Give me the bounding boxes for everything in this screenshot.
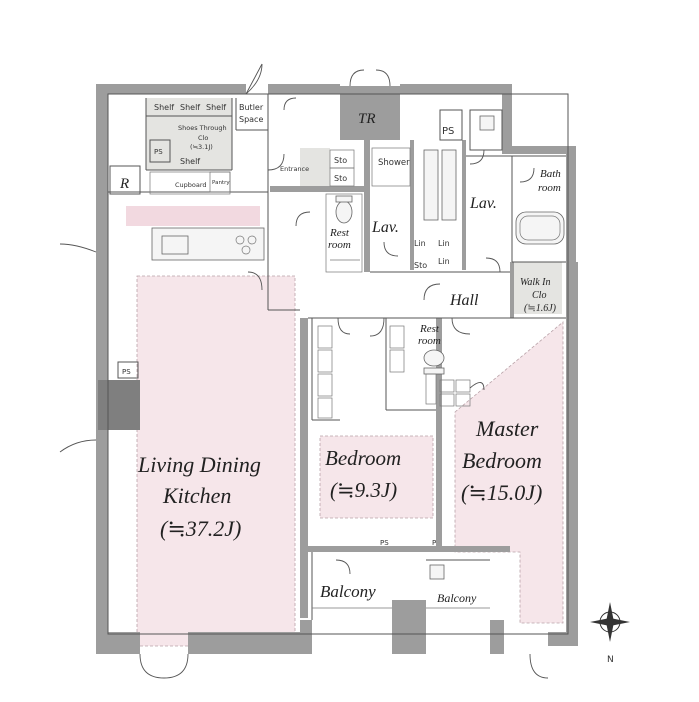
restroom2-label-1: Rest — [419, 323, 440, 335]
shelf-label-3: Shelf — [206, 103, 226, 112]
pantry-label: Pantry — [212, 180, 230, 186]
shoes-closet-label-3: (≒3.1J) — [190, 143, 213, 151]
pipe-label: P — [432, 539, 436, 547]
shower-label: Shower — [378, 158, 410, 168]
room-outlines — [107, 93, 569, 635]
bathroom-label-2: room — [538, 182, 561, 194]
shoes-closet-label-1: Shoes Through — [178, 124, 227, 132]
entrance-label: Entrance — [280, 165, 309, 173]
ldk-floor — [136, 275, 296, 647]
ldk-area-label: (≒37.2J) — [160, 516, 241, 541]
kitchen-strip — [126, 206, 260, 226]
walkin-closet-label-3: (≒1.6J) — [524, 303, 557, 314]
balcony-label-2: Balcony — [437, 591, 477, 605]
walls — [96, 84, 578, 654]
toilet-2 — [423, 349, 445, 367]
compass-north-label: N — [607, 655, 614, 665]
bedroom-label: Bedroom — [325, 446, 401, 470]
linen-label-3: Lin — [438, 257, 450, 266]
walkin-closet-label-1: Walk In — [520, 277, 550, 288]
storage-label-1: Sto — [334, 156, 347, 165]
master-bedroom-area-label: (≒15.0J) — [461, 480, 542, 505]
restroom-label-2: room — [328, 239, 351, 251]
hall-label: Hall — [449, 292, 479, 309]
butler-space-label-2: Space — [239, 115, 263, 124]
compass-rose: N — [590, 602, 630, 665]
bathroom-label-1: Bath — [540, 168, 561, 180]
cupboard-label: Cupboard — [175, 181, 207, 189]
shelf-label-2: Shelf — [180, 103, 200, 112]
restroom-label-1: Rest — [329, 227, 350, 239]
trunk-room-label: TR — [358, 111, 376, 127]
walkin-closet-floor — [512, 262, 562, 314]
bedroom-area-label: (≒9.3J) — [330, 478, 397, 502]
ps-label-3: PS — [122, 368, 131, 376]
shoes-closet-label-2: Clo — [198, 134, 208, 142]
storage-label-3: Sto — [414, 261, 427, 270]
ps-label-4: PS — [380, 539, 389, 547]
butler-space-label-1: Butler — [239, 103, 264, 112]
storage-label-2: Sto — [334, 174, 347, 183]
entrance-floor — [300, 148, 330, 186]
shower-area — [371, 147, 411, 187]
vanity-1 — [423, 149, 439, 221]
lavatory-label-2: Lav. — [469, 195, 497, 212]
toilet — [335, 200, 353, 224]
bathtub — [515, 211, 565, 245]
ps-label-2: PS — [442, 126, 454, 137]
floor-areas — [98, 88, 578, 653]
bedroom-floor — [319, 435, 434, 519]
shoes-closet-floor — [146, 98, 232, 170]
refrigerator-label: R — [119, 176, 129, 192]
shelf-label-4: Shelf — [180, 157, 200, 166]
balcony-label-1: Balcony — [320, 582, 376, 601]
linen-label-1: Lin — [414, 239, 426, 248]
linen-label-2: Lin — [438, 239, 450, 248]
ldk-label-2: Kitchen — [162, 483, 231, 508]
lavatory-label-1: Lav. — [371, 219, 399, 236]
restroom2-label-2: room — [418, 335, 441, 347]
shelf-label-1: Shelf — [154, 103, 174, 112]
fixtures — [151, 115, 565, 609]
ldk-label-1: Living Dining — [137, 452, 261, 477]
master-bedroom-label-1: Master — [475, 416, 539, 441]
walkin-closet-label-2: Clo — [532, 290, 546, 301]
vanity-2 — [441, 149, 457, 221]
labels: Shelf Shelf Shelf Butler Space Shoes Thr… — [119, 103, 561, 605]
doors — [59, 63, 549, 679]
master-bedroom-label-2: Bedroom — [462, 448, 542, 473]
ps-label-1: PS — [154, 148, 163, 156]
